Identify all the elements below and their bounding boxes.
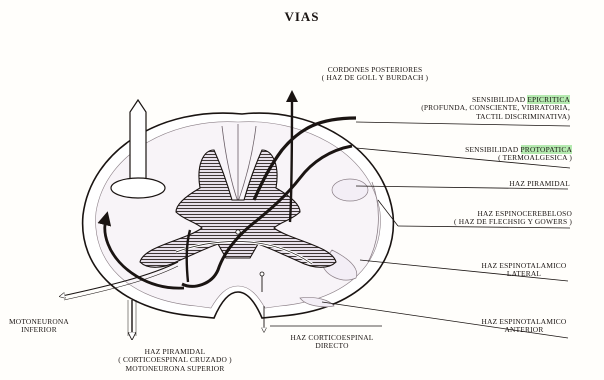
label-haz-piramidal: HAZ PIRAMIDAL <box>470 180 570 188</box>
label-espinotalamico-anterior: HAZ ESPINOTALAMICO ANTERIOR <box>474 318 574 335</box>
leader-epicritica <box>356 122 570 126</box>
root-disc <box>111 178 165 198</box>
label-haz-espinocerebeloso: HAZ ESPINOCEREBELOSO ( HAZ DE FLECHSIG Y… <box>420 210 572 227</box>
label-corticoespinal-directo: HAZ CORTICOESPINAL DIRECTO <box>272 334 392 351</box>
label-motoneurona-inferior: MOTONEURONA INFERIOR <box>4 318 74 335</box>
label-espinotalamico-lateral: HAZ ESPINOTALAMICO LATERAL <box>474 262 574 279</box>
label-sensibilidad-epicritica: SENSIBILIDAD EPICRITICA (PROFUNDA, CONSC… <box>390 96 570 121</box>
page-title: VIAS <box>0 9 604 25</box>
central-canal <box>236 230 240 234</box>
pyramidal-tract-area <box>332 179 368 201</box>
label-haz-piramidal-cruzado: HAZ PIRAMIDAL ( CORTICOESPINAL CRUZADO )… <box>110 348 240 373</box>
dorsal-root <box>130 100 146 186</box>
label-sensibilidad-protopatica: SENSIBILIDAD PROTOPATICA ( TERMOALGESICA… <box>420 146 572 163</box>
label-cordones-posteriores: CORDONES POSTERIORES ( HAZ DE GOLL Y BUR… <box>300 66 450 83</box>
